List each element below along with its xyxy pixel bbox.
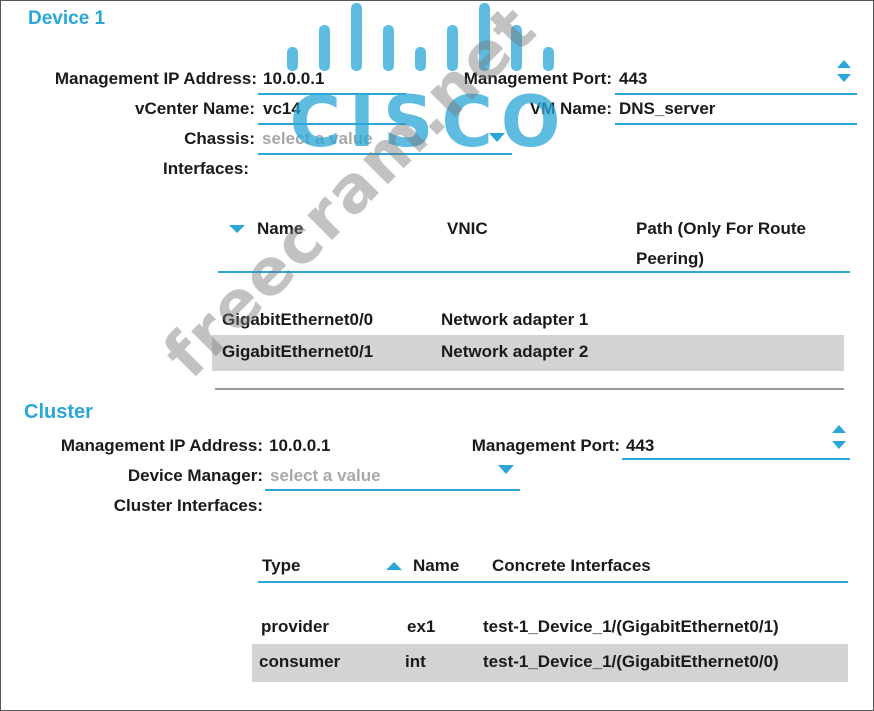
cluster-table-header-name[interactable]: Name — [413, 556, 460, 575]
cluster-table-row-2-concrete[interactable]: test-1_Device_1/(GigabitEthernet0/0) — [483, 652, 779, 671]
cluster-mgmt-ip-value[interactable]: 10.0.0.1 — [269, 436, 331, 455]
cluster-mgmt-port-label: Management Port: — [471, 436, 620, 455]
cluster-interfaces-label: Cluster Interfaces: — [113, 496, 263, 515]
sort-asc-icon[interactable] — [386, 561, 402, 571]
device-mgmt-ip-underline — [258, 93, 406, 95]
chassis-dropdown-icon[interactable] — [489, 133, 505, 143]
device-vm-name-value[interactable]: DNS_server — [619, 99, 716, 118]
cluster-mgmt-ip-label: Management IP Address: — [60, 436, 263, 455]
cisco-logo-text: CISCO — [290, 81, 569, 153]
cluster-table-row-1-name[interactable]: ex1 — [407, 617, 436, 636]
device-interfaces-label: Interfaces: — [163, 159, 249, 178]
device-table-row-2-name[interactable]: GigabitEthernet0/1 — [222, 342, 374, 361]
cluster-table-row-2-name[interactable]: int — [405, 652, 426, 671]
device-table-header-name[interactable]: Name — [257, 219, 304, 238]
cluster-table-header-underline — [258, 581, 848, 583]
cluster-mgmt-port-value[interactable]: 443 — [626, 436, 655, 455]
cluster-table-header-type[interactable]: Type — [262, 556, 301, 575]
device-chassis-label: Chassis: — [184, 129, 255, 148]
cluster-table-row-2-type[interactable]: consumer — [259, 652, 341, 671]
device-table-row-2-vnic[interactable]: Network adapter 2 — [441, 342, 589, 361]
cluster-device-manager-underline — [265, 489, 520, 491]
table-row[interactable] — [252, 644, 848, 682]
cluster-device-manager-label: Device Manager: — [127, 466, 263, 485]
device-mgmt-port-underline — [615, 93, 857, 95]
table-row[interactable] — [212, 335, 844, 371]
device-mgmt-ip-value[interactable]: 10.0.0.1 — [263, 69, 325, 88]
device-vcenter-label: vCenter Name: — [135, 99, 255, 118]
device-vm-name-underline — [615, 123, 857, 125]
device-chassis-placeholder[interactable]: select a value — [262, 129, 373, 148]
device-table-header-path-cont: Peering) — [636, 249, 705, 268]
device-section-title: Device 1 — [28, 8, 106, 29]
device-mgmt-ip-label: Management IP Address: — [54, 69, 257, 88]
device-mgmt-port-label: Management Port: — [463, 69, 612, 88]
cluster-table-header-concrete[interactable]: Concrete Interfaces — [492, 556, 651, 575]
device-vcenter-underline — [258, 123, 406, 125]
sort-desc-icon[interactable] — [229, 225, 245, 235]
device-table-row-1-vnic[interactable]: Network adapter 1 — [441, 310, 589, 329]
device-manager-dropdown-icon[interactable] — [498, 465, 514, 475]
device-table-header-vnic[interactable]: VNIC — [447, 219, 488, 238]
cluster-table-row-1-concrete[interactable]: test-1_Device_1/(GigabitEthernet0/1) — [483, 617, 779, 636]
cluster-device-manager-placeholder[interactable]: select a value — [270, 466, 381, 485]
device-port-spinner-icon[interactable] — [837, 60, 851, 82]
section-divider — [215, 388, 844, 390]
cluster-table-row-1-type[interactable]: provider — [261, 617, 330, 636]
cluster-mgmt-port-underline — [622, 458, 850, 460]
device-table-header-path[interactable]: Path (Only For Route — [636, 219, 806, 238]
device-table-row-1-name[interactable]: GigabitEthernet0/0 — [222, 310, 374, 329]
device-vcenter-value[interactable]: vc14 — [263, 99, 301, 118]
device-vm-name-label: VM Name: — [529, 99, 612, 118]
device-table-header-underline — [218, 271, 850, 273]
cluster-section-title: Cluster — [24, 401, 93, 423]
device-mgmt-port-value[interactable]: 443 — [619, 69, 648, 88]
cisco-logo-watermark: CISCO — [287, 3, 569, 153]
device-chassis-underline — [258, 153, 512, 155]
cluster-port-spinner-icon[interactable] — [832, 425, 846, 449]
